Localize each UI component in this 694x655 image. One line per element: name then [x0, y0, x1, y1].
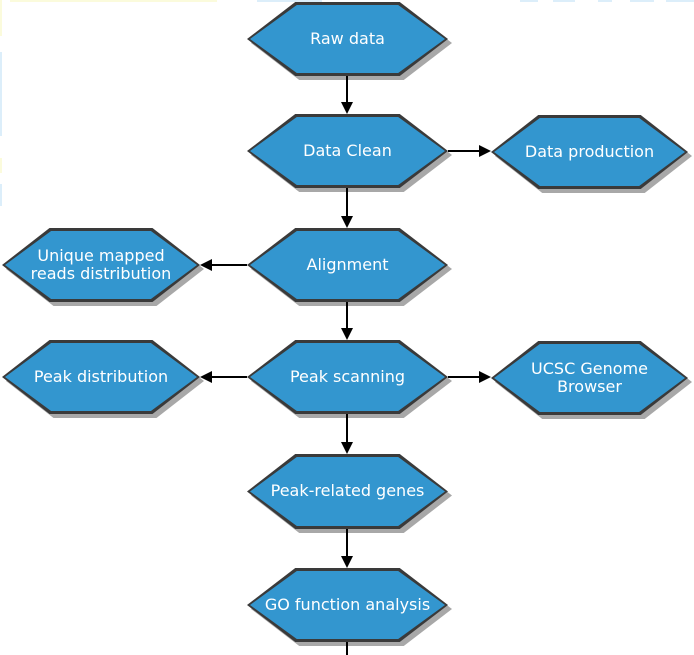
arrow-data-clean-to-alignment	[341, 188, 353, 228]
screen-edge-artifact	[10, 0, 217, 2]
arrowhead-down-icon	[341, 328, 353, 340]
arrowhead-down-icon	[341, 442, 353, 454]
hexagon-shape: Peak distribution	[2, 340, 200, 414]
hexagon-shape: Raw data	[247, 2, 448, 76]
arrow-data-clean-to-data-production	[448, 145, 491, 157]
arrow-line	[346, 302, 348, 330]
screen-edge-artifact	[0, 158, 2, 173]
screen-edge-artifact	[630, 0, 654, 2]
screen-edge-artifact	[0, 52, 2, 136]
node-label: GO function analysis	[264, 594, 431, 614]
hexagon-fill: Alignment	[250, 231, 445, 299]
screen-edge-artifact	[520, 0, 538, 2]
hexagon-shape: GO function analysis	[247, 568, 448, 642]
node-label: Alignment	[306, 254, 389, 274]
arrowhead-right-icon	[479, 371, 491, 383]
hexagon-shape: Data Clean	[247, 114, 448, 188]
arrow-alignment-to-peak-scanning	[341, 302, 353, 340]
node-label: Data production	[524, 141, 655, 161]
hexagon-shape: UCSC Genome Browser	[491, 341, 688, 415]
arrow-alignment-to-unique-mapped	[200, 259, 247, 271]
arrow-line	[346, 642, 348, 655]
screen-edge-artifact	[598, 0, 612, 2]
arrow-line	[448, 150, 481, 152]
screen-edge-artifact	[666, 0, 694, 2]
hexagon-fill: Unique mapped reads distribution	[5, 231, 197, 299]
node-go-function-analysis: GO function analysis	[247, 568, 448, 642]
hexagon-fill: GO function analysis	[250, 571, 445, 639]
node-raw-data: Raw data	[247, 2, 448, 76]
screen-edge-artifact	[257, 0, 322, 2]
node-label: UCSC Genome Browser	[531, 358, 648, 396]
screen-edge-artifact	[0, 184, 2, 206]
hexagon-shape: Unique mapped reads distribution	[2, 228, 200, 302]
arrowhead-down-icon	[341, 556, 353, 568]
node-peak-distribution: Peak distribution	[2, 340, 200, 414]
arrow-line	[346, 529, 348, 558]
node-label: Raw data	[310, 28, 385, 48]
node-label: Data Clean	[303, 140, 392, 160]
hexagon-fill: Raw data	[250, 5, 445, 73]
hexagon-shape: Alignment	[247, 228, 448, 302]
hexagon-fill: Peak scanning	[250, 343, 445, 411]
node-label: Unique mapped reads distribution	[30, 245, 172, 283]
arrow-line	[346, 414, 348, 444]
hexagon-fill: Data Clean	[250, 117, 445, 185]
hexagon-shape: Peak scanning	[247, 340, 448, 414]
arrow-line	[346, 76, 348, 104]
node-unique-mapped-reads-distribution: Unique mapped reads distribution	[2, 228, 200, 302]
arrow-stub-below-go-function-analysis	[341, 642, 353, 655]
node-label: Peak-related genes	[270, 481, 425, 501]
hexagon-fill: UCSC Genome Browser	[494, 344, 685, 412]
node-ucsc-genome-browser: UCSC Genome Browser	[491, 341, 688, 415]
arrow-peak-scanning-to-peak-distribution	[200, 371, 247, 383]
node-data-production: Data production	[491, 115, 688, 189]
arrowhead-left-icon	[200, 371, 212, 383]
arrowhead-down-icon	[341, 216, 353, 228]
hexagon-fill: Data production	[494, 118, 685, 186]
arrow-peak-scanning-to-ucsc-genome-browser	[448, 371, 491, 383]
node-peak-related-genes: Peak-related genes	[247, 454, 448, 529]
node-alignment: Alignment	[247, 228, 448, 302]
arrow-line	[210, 376, 247, 378]
arrow-line	[448, 376, 481, 378]
arrow-line	[210, 264, 247, 266]
hexagon-shape: Data production	[491, 115, 688, 189]
hexagon-fill: Peak-related genes	[250, 457, 445, 526]
arrow-peak-scanning-to-peak-related-genes	[341, 414, 353, 454]
screen-edge-artifact	[553, 0, 575, 2]
arrow-line	[346, 188, 348, 218]
arrow-peak-related-genes-to-go-function-analysis	[341, 529, 353, 568]
screen-edge-artifact	[0, 0, 2, 36]
node-label: Peak distribution	[33, 366, 169, 386]
node-data-clean: Data Clean	[247, 114, 448, 188]
arrow-raw-data-to-data-clean	[341, 76, 353, 114]
node-peak-scanning: Peak scanning	[247, 340, 448, 414]
arrowhead-left-icon	[200, 259, 212, 271]
arrowhead-right-icon	[479, 145, 491, 157]
arrowhead-down-icon	[341, 102, 353, 114]
node-label: Peak scanning	[289, 366, 406, 386]
hexagon-fill: Peak distribution	[5, 343, 197, 411]
hexagon-shape: Peak-related genes	[247, 454, 448, 529]
